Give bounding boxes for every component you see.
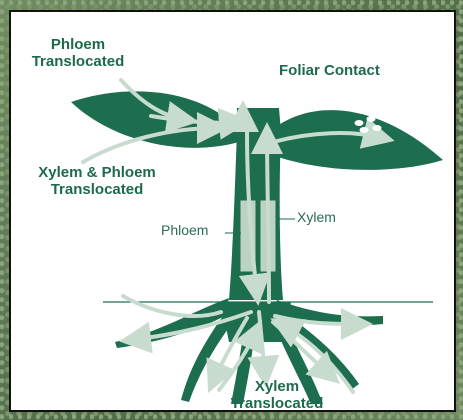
- label-foliar-contact: Foliar Contact: [279, 62, 380, 79]
- right-leaf: [265, 110, 443, 170]
- left-leaf: [71, 91, 239, 147]
- diagram-panel: Phloem Translocated Foliar Contact Xylem…: [9, 10, 456, 412]
- label-phloem: Phloem: [161, 222, 208, 238]
- label-xylem-phloem-translocated: Xylem & Phloem Translocated: [17, 164, 177, 198]
- label-xylem: Xylem: [297, 209, 336, 225]
- label-xylem-translocated: Xylem Translocated: [207, 378, 347, 412]
- plant-diagram: [11, 12, 456, 412]
- label-phloem-translocated: Phloem Translocated: [23, 36, 133, 70]
- arrow-xylem-up: [267, 134, 269, 302]
